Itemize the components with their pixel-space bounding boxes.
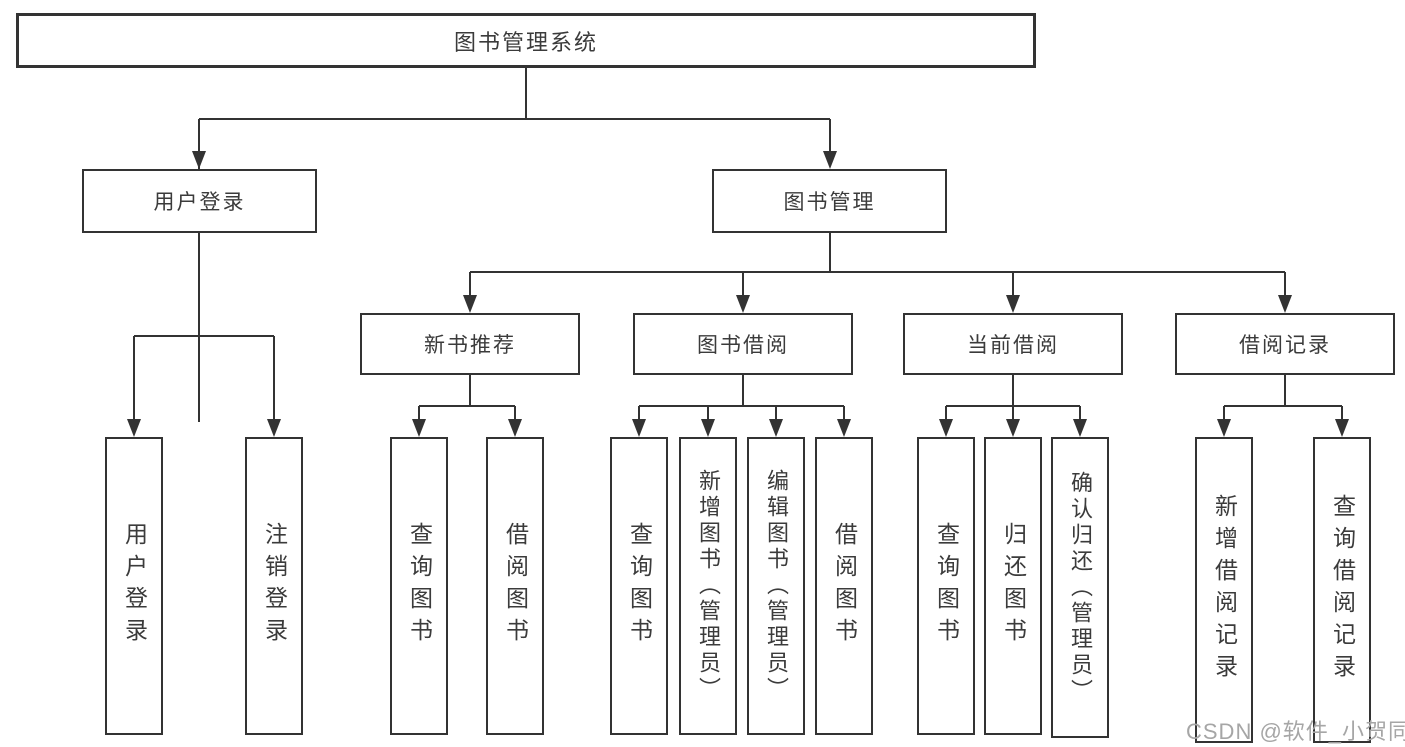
leaf-edit-book-admin: 编辑图书（管理员）	[747, 437, 805, 735]
leaf-borrow-book-recommend-label: 借阅图书	[502, 522, 529, 650]
leaf-logout-label: 注销登录	[261, 522, 288, 650]
csdn-watermark: CSDN @软件_小贺同学	[1186, 719, 1405, 744]
leaf-user-login-label: 用户登录	[121, 522, 148, 650]
arrowhead-group	[127, 151, 1349, 437]
leaf-add-book-admin-label: 新增图书（管理员）	[696, 469, 721, 703]
node-borrow-records: 借阅记录	[1175, 313, 1395, 375]
node-current-borrow: 当前借阅	[903, 313, 1123, 375]
node-book-management: 图书管理	[712, 169, 947, 233]
leaf-user-login: 用户登录	[105, 437, 163, 735]
leaf-query-book-current: 查询图书	[917, 437, 975, 735]
node-root-label: 图书管理系统	[453, 29, 598, 55]
leaf-borrow-book: 借阅图书	[815, 437, 873, 735]
leaf-return-book-label: 归还图书	[1000, 522, 1027, 650]
leaf-confirm-return-admin-label: 确认归还（管理员）	[1068, 470, 1093, 705]
leaf-logout: 注销登录	[245, 437, 303, 735]
leaf-query-book-borrow: 查询图书	[610, 437, 668, 735]
node-book-borrow-label: 图书借阅	[697, 334, 789, 357]
node-user-login-label: 用户登录	[153, 191, 246, 214]
leaf-borrow-book-label: 借阅图书	[831, 522, 858, 650]
leaf-query-borrow-record: 查询借阅记录	[1313, 437, 1371, 743]
leaf-add-borrow-record-label: 新增借阅记录	[1211, 494, 1238, 686]
leaf-query-book-borrow-label: 查询图书	[626, 522, 653, 650]
leaf-add-book-admin: 新增图书（管理员）	[679, 437, 737, 735]
node-borrow-records-label: 借阅记录	[1239, 334, 1331, 357]
leaf-edit-book-admin-label: 编辑图书（管理员）	[764, 469, 789, 703]
node-root-library-system: 图书管理系统	[16, 13, 1036, 68]
node-book-borrow: 图书借阅	[633, 313, 853, 375]
node-new-book-recommend-label: 新书推荐	[424, 334, 516, 357]
node-user-login: 用户登录	[82, 169, 317, 233]
leaf-query-book-recommend-label: 查询图书	[406, 522, 433, 650]
leaf-query-borrow-record-label: 查询借阅记录	[1329, 494, 1356, 686]
leaf-query-book-recommend: 查询图书	[390, 437, 448, 735]
leaf-add-borrow-record: 新增借阅记录	[1195, 437, 1253, 743]
leaf-query-book-current-label: 查询图书	[933, 522, 960, 650]
node-current-borrow-label: 当前借阅	[967, 334, 1059, 357]
leaf-borrow-book-recommend: 借阅图书	[486, 437, 544, 735]
node-new-book-recommend: 新书推荐	[360, 313, 580, 375]
node-book-management-label: 图书管理	[783, 191, 876, 214]
leaf-return-book: 归还图书	[984, 437, 1042, 735]
leaf-confirm-return-admin: 确认归还（管理员）	[1051, 437, 1109, 738]
